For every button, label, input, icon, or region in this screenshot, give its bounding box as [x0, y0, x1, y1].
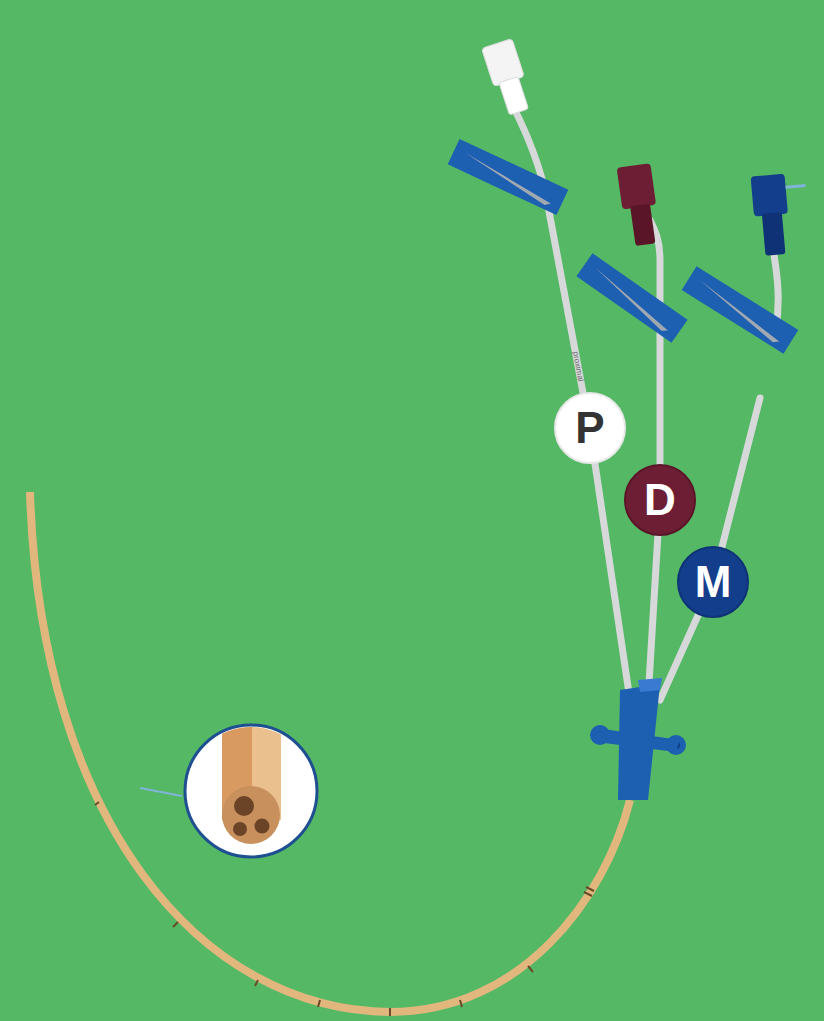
lumen-badge: P — [554, 392, 626, 464]
luer-connectors — [482, 39, 812, 257]
catheter-tube — [30, 492, 630, 1012]
lumen-letter: D — [644, 478, 676, 522]
tube-print: proximal — [571, 350, 585, 381]
slide-clamps — [448, 139, 799, 354]
lumen-badge: M — [677, 546, 749, 618]
lumen-letter: P — [575, 406, 604, 450]
catheter-hub — [590, 678, 686, 800]
leader-line — [140, 788, 182, 796]
lumen-badge: D — [624, 464, 696, 536]
lumen-inset — [185, 720, 317, 857]
lumen-letter: M — [695, 560, 732, 604]
depth-marks — [95, 802, 594, 1016]
